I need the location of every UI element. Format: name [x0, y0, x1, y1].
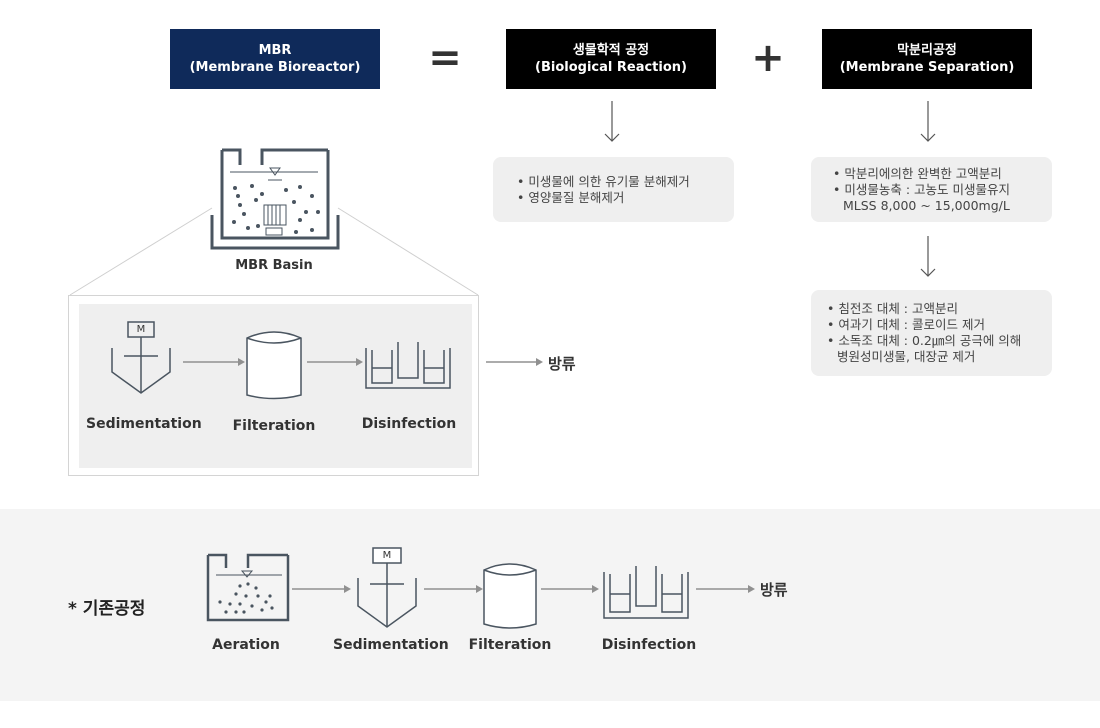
- existing-process-title: * 기존공정: [68, 599, 146, 619]
- existing-process-band: [0, 509, 1100, 701]
- membrane-description-card: • 막분리에의한 완벽한 고액분리 • 미생물농축 : 고농도 미생물유지 ML…: [811, 157, 1052, 222]
- disinfection-tank-icon: [603, 566, 689, 619]
- bio-title: 생물학적 공정: [572, 43, 650, 58]
- down-arrow-icon: [604, 101, 620, 142]
- membrane-item: • 미생물농축 : 고농도 미생물유지: [833, 182, 1010, 197]
- mbr-title: MBR: [258, 43, 292, 58]
- biological-reaction-box: 생물학적 공정 (Biological Reaction): [506, 29, 716, 89]
- disinfection-tank-icon: [365, 342, 451, 389]
- motor-label: M: [382, 550, 392, 561]
- bio-description-card: • 미생물에 의한 유기물 분해제거 • 영양물질 분해제거: [493, 157, 734, 222]
- bio-subtitle: (Biological Reaction): [535, 60, 687, 75]
- replacement-item: • 침전조 대체 : 고액분리: [827, 301, 958, 316]
- mbr-subtitle: (Membrane Bioreactor): [189, 60, 361, 75]
- step-disinfection-label: Disinfection: [361, 416, 457, 432]
- sedimentation-tank-icon: [357, 547, 417, 628]
- mbr-basin-label: MBR Basin: [235, 258, 313, 273]
- replacement-item: • 소독조 대체 : 0.2㎛의 공극에 의해: [827, 333, 1022, 348]
- replacement-item: 병원성미생물, 대장균 제거: [837, 349, 976, 364]
- step-sedimentation-label: Sedimentation: [333, 637, 449, 653]
- membrane-separation-box: 막분리공정 (Membrane Separation): [822, 29, 1032, 89]
- discharge-label: 방류: [760, 581, 788, 599]
- equals-sign: =: [428, 35, 462, 81]
- replacement-card: • 침전조 대체 : 고액분리 • 여과기 대체 : 콜로이드 제거 • 소독조…: [811, 290, 1052, 376]
- discharge-label: 방류: [548, 355, 576, 373]
- bio-item: • 영양물질 분해제거: [517, 190, 625, 205]
- motor-label: M: [136, 324, 146, 335]
- flow-arrows: [292, 585, 755, 593]
- down-arrow-icon: [920, 236, 936, 277]
- step-sedimentation-label: Sedimentation: [86, 416, 202, 432]
- aeration-tank-icon: [206, 553, 290, 622]
- step-aeration-label: Aeration: [212, 637, 280, 653]
- step-filteration-label: Filteration: [468, 637, 552, 653]
- step-filteration-label: Filteration: [232, 418, 316, 434]
- sedimentation-tank-icon: [111, 321, 171, 394]
- step-disinfection-label: Disinfection: [601, 637, 697, 653]
- bio-item: • 미생물에 의한 유기물 분해제거: [517, 174, 690, 189]
- membrane-title: 막분리공정: [897, 43, 957, 58]
- filter-icon: [246, 331, 302, 400]
- down-arrow-icon: [920, 101, 936, 142]
- mbr-title-box: MBR (Membrane Bioreactor): [170, 29, 380, 89]
- replacement-item: • 여과기 대체 : 콜로이드 제거: [827, 317, 985, 332]
- filter-icon: [483, 563, 537, 629]
- membrane-item: MLSS 8,000 ~ 15,000mg/L: [843, 198, 1010, 213]
- plus-sign: +: [751, 35, 785, 81]
- membrane-item: • 막분리에의한 완벽한 고액분리: [833, 166, 1002, 181]
- membrane-subtitle: (Membrane Separation): [839, 60, 1015, 75]
- mbr-basin-icon: [210, 148, 340, 250]
